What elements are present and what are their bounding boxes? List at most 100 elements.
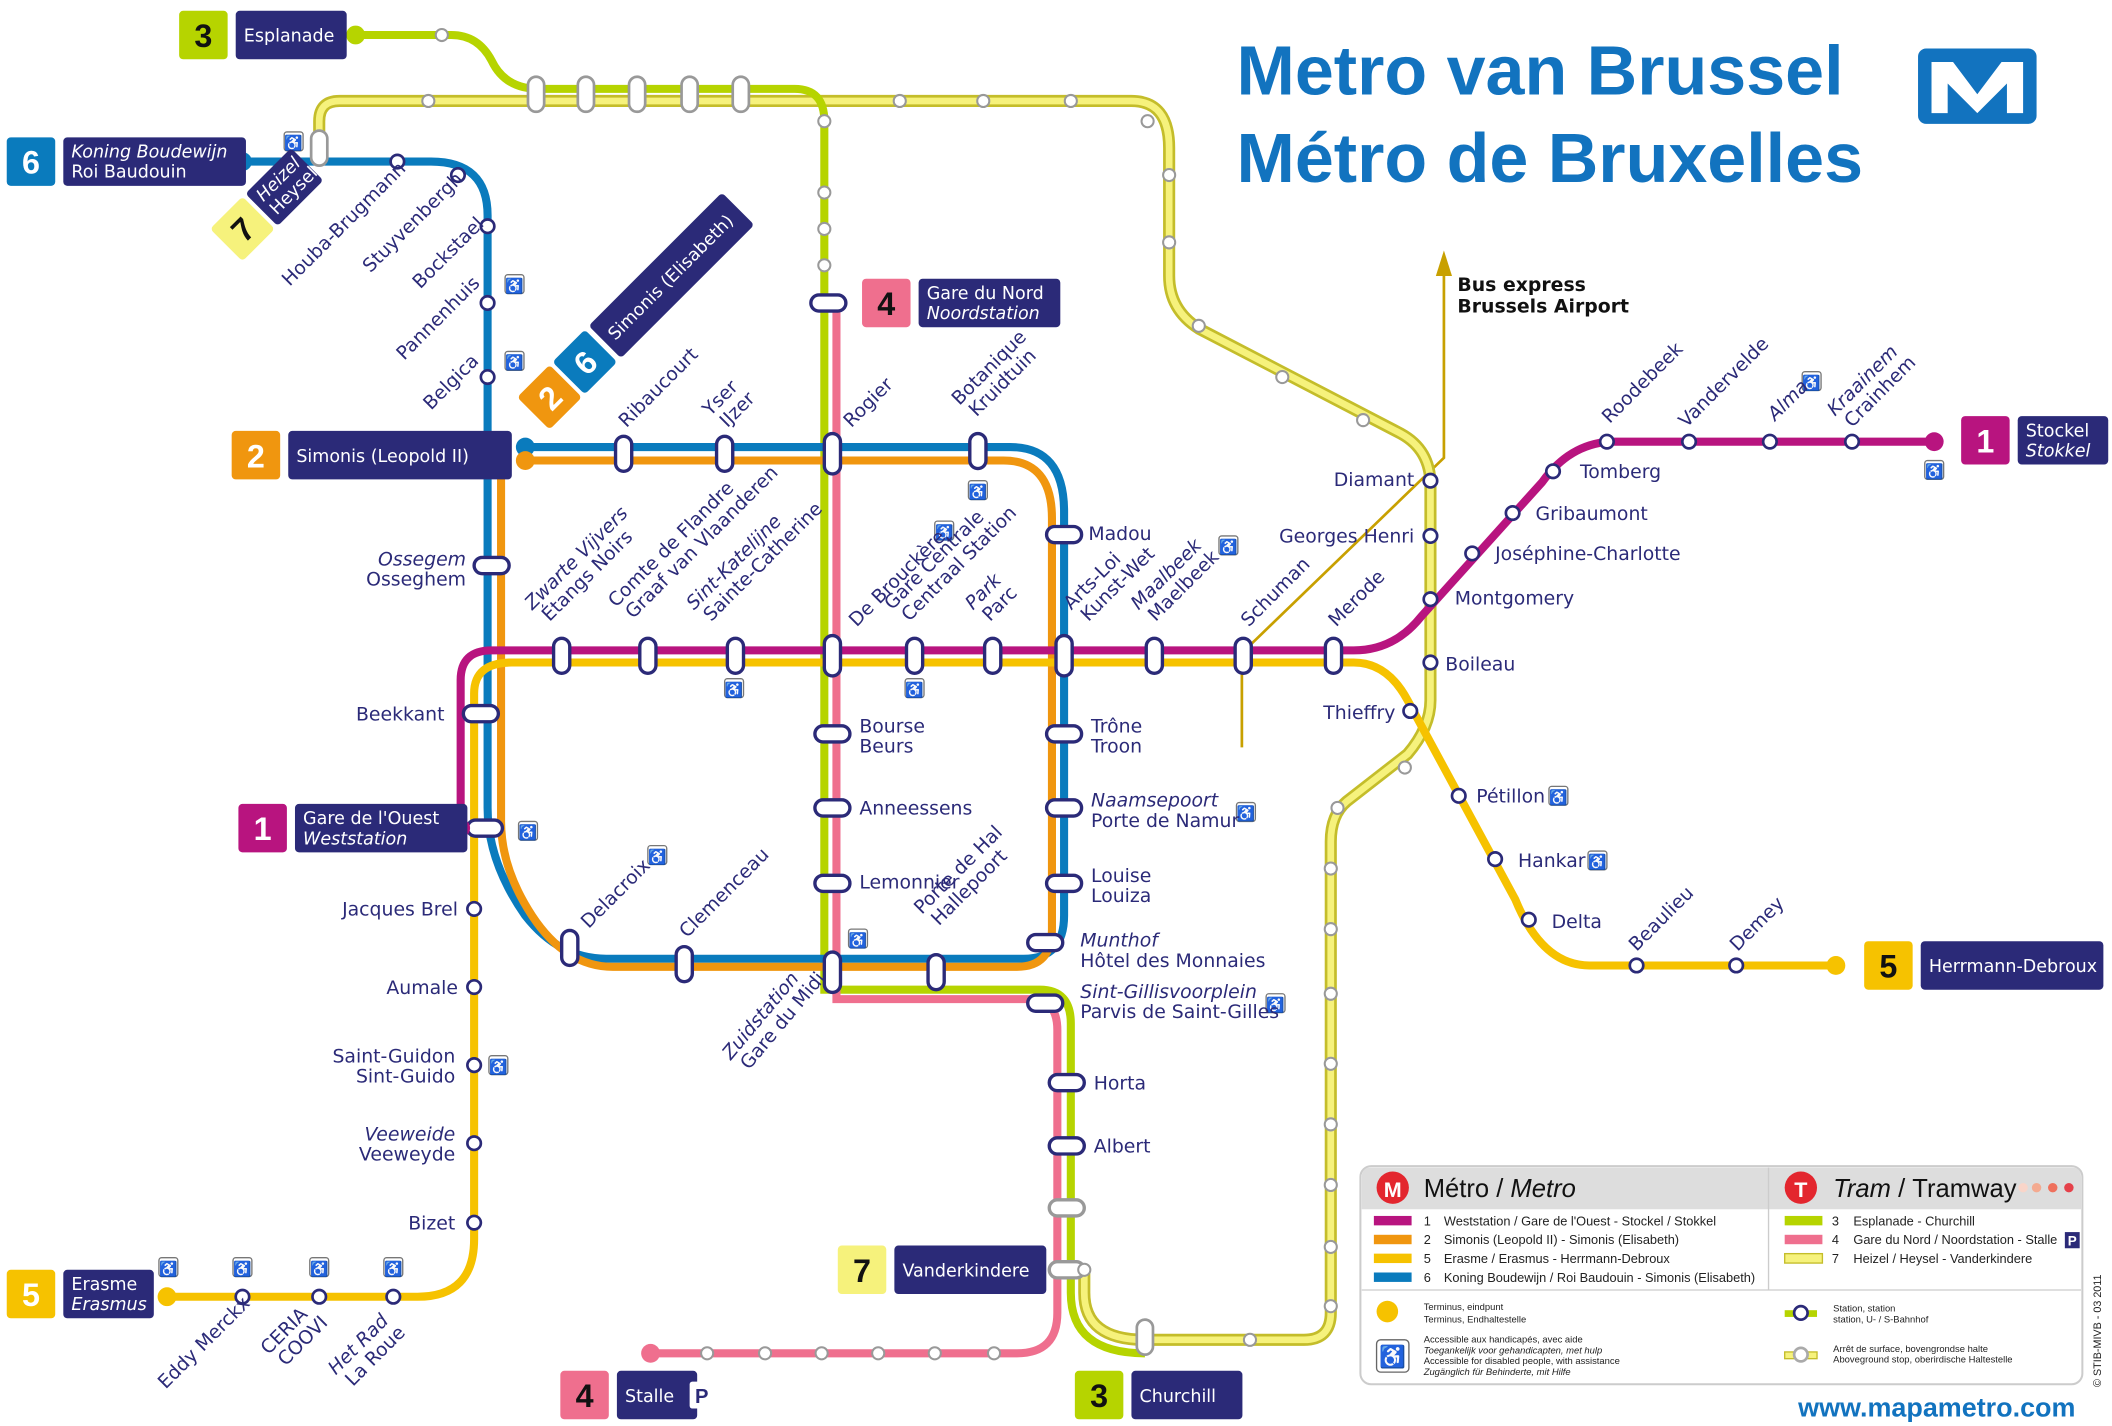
station-marker[interactable] <box>1330 800 1345 816</box>
station-marker[interactable] <box>986 1346 1002 1361</box>
station-marker[interactable] <box>1422 654 1439 671</box>
terminus-dot[interactable] <box>1924 432 1944 452</box>
station-marker[interactable] <box>466 1214 483 1231</box>
station-marker[interactable] <box>1144 636 1165 675</box>
station-marker[interactable] <box>700 1346 715 1361</box>
station-label-tomberg[interactable]: Tomberg <box>1579 462 1661 483</box>
station-marker[interactable] <box>385 1288 402 1305</box>
station-marker[interactable] <box>1323 986 1338 1001</box>
station-marker[interactable] <box>1544 463 1562 480</box>
station-marker[interactable] <box>1323 1239 1338 1254</box>
station-marker[interactable] <box>982 636 1003 675</box>
station-marker[interactable] <box>234 1288 251 1305</box>
station-marker[interactable] <box>822 633 843 678</box>
station-label-thieffry[interactable]: Thieffry <box>1322 703 1395 724</box>
station-marker[interactable] <box>1054 633 1074 678</box>
station-marker[interactable] <box>311 1288 328 1305</box>
station-marker[interactable] <box>1135 1318 1155 1356</box>
station-marker[interactable] <box>1422 527 1439 545</box>
station-label-hankar[interactable]: Hankar <box>1518 851 1586 872</box>
station-marker[interactable] <box>725 636 746 675</box>
station-marker[interactable] <box>1044 524 1084 545</box>
terminus-dot[interactable] <box>515 451 535 470</box>
station-label-josephine[interactable]: Joséphine-Charlotte <box>1494 544 1681 565</box>
station-marker[interactable] <box>892 93 907 109</box>
station-marker[interactable] <box>466 978 483 996</box>
station-marker[interactable] <box>421 93 436 109</box>
station-marker[interactable] <box>465 818 505 838</box>
station-label-lemonnier[interactable]: Lemonnier <box>859 873 959 894</box>
station-marker[interactable] <box>466 1057 483 1074</box>
station-marker[interactable] <box>1422 591 1439 608</box>
terminus-dot[interactable] <box>1826 956 1846 975</box>
station-marker[interactable] <box>1464 545 1481 562</box>
station-marker[interactable] <box>926 953 946 992</box>
station-marker[interactable] <box>1628 957 1645 974</box>
website-link[interactable]: www.mapametro.com <box>1797 1393 2075 1423</box>
terminus-dot[interactable] <box>641 1343 660 1363</box>
station-label-aumale[interactable]: Aumale <box>386 978 458 999</box>
station-label-albert[interactable]: Albert <box>1094 1137 1151 1158</box>
station-marker[interactable] <box>479 218 496 235</box>
station-marker[interactable] <box>714 434 735 473</box>
station-label-pannenhuis[interactable]: Pannenhuis <box>393 273 485 365</box>
station-marker[interactable] <box>817 114 832 129</box>
station-label-jbrel[interactable]: Jacques Brel <box>341 900 458 921</box>
station-marker[interactable] <box>434 27 449 43</box>
terminus-dot[interactable] <box>346 25 366 45</box>
station-marker[interactable] <box>1680 433 1698 450</box>
station-marker[interactable] <box>576 75 596 114</box>
station-marker[interactable] <box>1026 932 1065 953</box>
station-marker[interactable] <box>1323 636 1344 675</box>
station-label-georges[interactable]: Georges Henri <box>1279 527 1414 548</box>
station-label-demey[interactable]: Demey <box>1726 893 1788 955</box>
station-marker[interactable] <box>1044 724 1084 744</box>
station-marker[interactable] <box>1044 798 1084 818</box>
station-marker[interactable] <box>1598 433 1615 450</box>
station-label-clemenceau[interactable]: Clemenceau <box>676 844 774 942</box>
station-marker[interactable] <box>817 221 832 236</box>
station-marker[interactable] <box>1487 851 1504 868</box>
station-marker[interactable] <box>680 75 700 114</box>
station-marker[interactable] <box>813 798 852 818</box>
station-label-beekkant[interactable]: Beekkant <box>356 704 445 725</box>
station-marker[interactable] <box>472 555 511 576</box>
station-label-diamant[interactable]: Diamant <box>1334 470 1415 491</box>
station-marker[interactable] <box>1843 433 1861 450</box>
station-marker[interactable] <box>1140 114 1155 129</box>
station-marker[interactable] <box>1026 993 1065 1013</box>
station-marker[interactable] <box>1233 636 1253 675</box>
station-marker[interactable] <box>1323 1117 1338 1132</box>
station-marker[interactable] <box>479 368 496 386</box>
station-marker[interactable] <box>814 1346 829 1361</box>
station-label-roodebeek[interactable]: Roodebeek <box>1598 339 1687 428</box>
station-label-petillon[interactable]: Pétillon <box>1476 787 1545 808</box>
station-marker[interactable] <box>1761 433 1778 450</box>
station-marker[interactable] <box>1323 1177 1338 1193</box>
station-label-madou[interactable]: Madou <box>1088 524 1151 545</box>
station-label-vandervelde[interactable]: Vandervelde <box>1675 334 1773 432</box>
station-marker[interactable] <box>1044 873 1084 894</box>
station-label-belgica[interactable]: Belgica <box>420 351 484 415</box>
station-marker[interactable] <box>813 724 852 744</box>
station-marker[interactable] <box>1504 504 1521 522</box>
station-marker[interactable] <box>976 93 991 109</box>
